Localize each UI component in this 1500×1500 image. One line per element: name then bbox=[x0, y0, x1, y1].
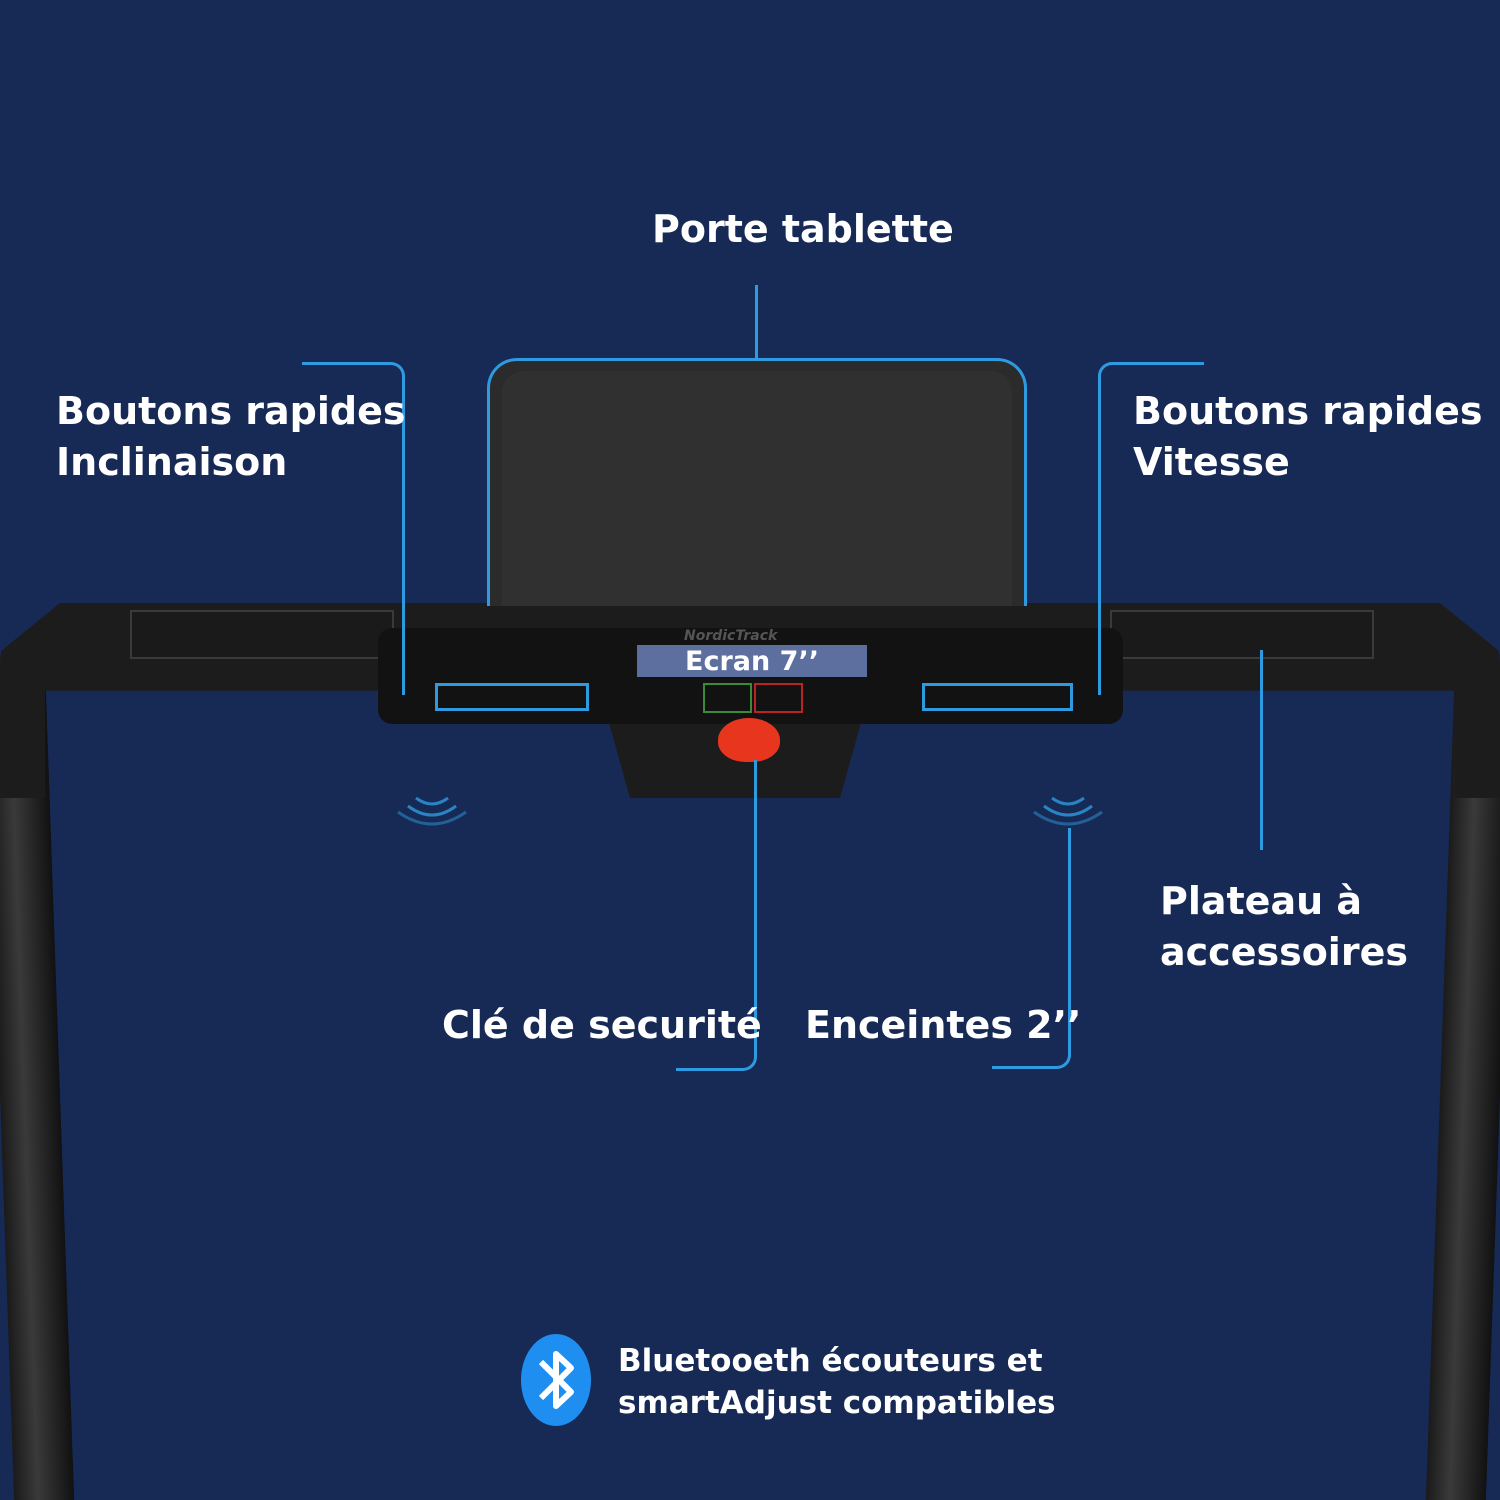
speaker-callout-line bbox=[992, 828, 1071, 1069]
console-display: Ecran 7’’ bbox=[637, 645, 867, 677]
tray-callout-line bbox=[1260, 650, 1263, 850]
bluetooth-line2: smartAdjust compatibles bbox=[618, 1385, 1056, 1421]
speed-callout-line bbox=[1098, 362, 1204, 695]
tray-label-line2: accessoires bbox=[1160, 930, 1408, 974]
speed-label-line2: Vitesse bbox=[1133, 440, 1290, 484]
tablet-holder-label: Porte tablette bbox=[652, 207, 954, 251]
tray-label-line1: Plateau à bbox=[1160, 879, 1363, 923]
safety-key bbox=[718, 718, 780, 762]
start-button[interactable] bbox=[703, 683, 752, 713]
stop-button[interactable] bbox=[754, 683, 803, 713]
bluetooth-badge bbox=[521, 1334, 591, 1426]
incline-callout-line bbox=[302, 362, 405, 695]
right-speaker-icon bbox=[1033, 796, 1103, 826]
right-accessory-tray bbox=[1110, 610, 1374, 659]
bluetooth-icon bbox=[538, 1351, 574, 1409]
accessory-tray-label: Plateau à accessoires bbox=[1160, 876, 1408, 978]
safety-key-label: Clé de securité bbox=[442, 1003, 762, 1047]
display-label: Ecran 7’’ bbox=[685, 646, 819, 677]
incline-label-line2: Inclinaison bbox=[56, 440, 288, 484]
safety-key-callout-line bbox=[676, 760, 757, 1071]
bluetooth-text: Bluetooeth écouteurs et smartAdjust comp… bbox=[618, 1340, 1056, 1424]
tablet-holder bbox=[487, 358, 1027, 606]
right-handrail bbox=[1425, 690, 1500, 1500]
speed-buttons-highlight bbox=[922, 683, 1073, 711]
speed-label-line1: Boutons rapides bbox=[1133, 389, 1483, 433]
incline-buttons-highlight bbox=[435, 683, 589, 711]
bluetooth-line1: Bluetooeth écouteurs et bbox=[618, 1343, 1043, 1379]
brand-logo: NordicTrack bbox=[684, 628, 778, 644]
speakers-label: Enceintes 2’’ bbox=[805, 1003, 1082, 1047]
left-accessory-tray bbox=[130, 610, 394, 659]
incline-label-line1: Boutons rapides bbox=[56, 389, 406, 433]
left-handrail bbox=[0, 690, 75, 1500]
left-speaker-icon bbox=[397, 796, 467, 826]
speed-buttons-label: Boutons rapides Vitesse bbox=[1133, 386, 1483, 488]
tablet-callout-line bbox=[755, 285, 758, 360]
incline-buttons-label: Boutons rapides Inclinaison bbox=[56, 386, 406, 488]
